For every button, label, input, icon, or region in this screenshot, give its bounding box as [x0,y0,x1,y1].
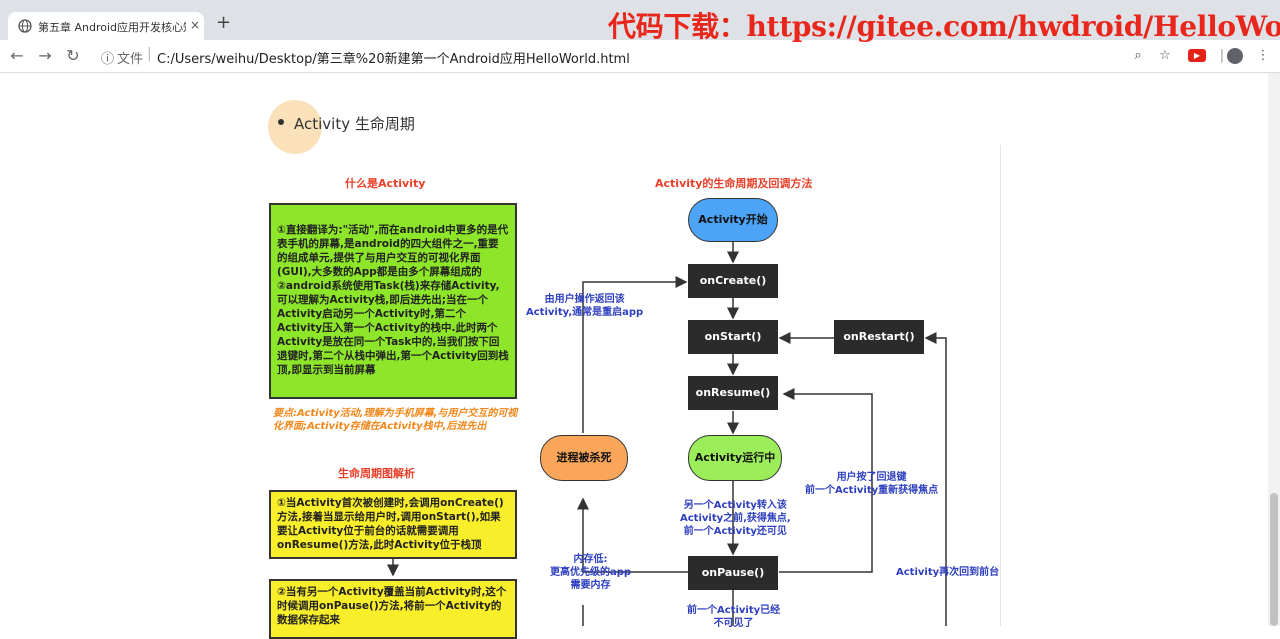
label-focus: 另一个Activity转入该 Activity之前,获得焦点, 前一个Activ… [680,500,791,537]
address-scheme-label: 文件 [117,52,144,67]
bookmark-star-icon[interactable]: ☆ [1159,48,1171,63]
info-icon[interactable]: ⓘ [101,52,115,67]
onpause-node: onPause() [688,556,778,590]
step-one-box: ①当Activity首次被创建时,会调用onCreate()方法,接着当显示给用… [269,490,517,559]
lifecycle-callbacks-title: Activity的生命周期及回调方法 [655,177,813,190]
browser-toolbar: ← → ↻ ⓘ 文件 | C:/Users/weihu/Desktop/第三章%… [0,40,1280,73]
onstart-node: onStart() [688,320,778,354]
lifecycle-diagram: 什么是Activity ①直接翻译为:"活动",而在android中更多的是代表… [262,145,1001,639]
youtube-extension-icon[interactable]: ▶ [1188,49,1206,62]
address-bar[interactable]: ⓘ 文件 | C:/Users/weihu/Desktop/第三章%20新建第一… [95,44,1165,68]
activity-start-node: Activity开始 [688,198,778,242]
address-url[interactable]: C:/Users/weihu/Desktop/第三章%20新建第一个Androi… [157,52,630,67]
lifecycle-analysis-title: 生命周期图解析 [338,467,415,480]
label-low-memory: 内存低: 更高优先级的app 需要内存 [550,554,632,591]
browser-tab[interactable]: 第五章 Android应用开发核心知识 × [8,12,204,40]
address-separator: | [147,46,152,62]
label-back-key: 用户按了回退键 前一个Activity重新获得焦点 [805,472,939,496]
what-is-activity-box: ①直接翻译为:"活动",而在android中更多的是代表手机的屏幕,是andro… [269,203,517,399]
tab-close-icon[interactable]: × [190,18,201,32]
menu-kebab-icon[interactable]: ⋮ [1256,48,1270,63]
oncreate-node: onCreate() [688,264,778,298]
onresume-node: onResume() [688,376,778,410]
tab-strip: 第五章 Android应用开发核心知识 × + [0,0,1280,40]
divider: | [1219,48,1225,63]
vertical-scrollbar[interactable] [1268,73,1280,626]
page-heading: Activity 生命周期 [294,115,415,133]
cursor-highlight [268,100,322,154]
what-is-activity-title: 什么是Activity [345,177,426,190]
new-tab-button[interactable]: + [216,12,232,33]
flow-arrows [387,242,947,626]
scrollbar-thumb[interactable] [1270,493,1278,626]
back-icon[interactable]: ← [10,46,24,65]
label-not-visible: 前一个Activity已经 不可见了 [687,605,781,629]
activity-running-node: Activity运行中 [688,435,782,481]
onrestart-node: onRestart() [834,320,924,354]
code-download-banner: 代码下载：https://gitee.com/hwdroid/HelloWorl… [608,10,1280,43]
page-content [0,73,1268,626]
key-point-note: 要点:Activity活动,理解为手机屏幕,与用户交互的可视化界面;Activi… [273,408,518,432]
globe-icon [18,19,32,33]
reload-icon[interactable]: ↻ [66,46,80,65]
tab-title: 第五章 Android应用开发核心知识 [38,21,186,34]
profile-avatar-icon[interactable] [1227,48,1243,64]
list-bullet [278,119,284,125]
label-back-to-foreground: Activity再次回到前台 [896,567,1000,578]
forward-icon[interactable]: → [38,46,52,65]
process-killed-node: 进程被杀死 [540,435,628,481]
zoom-icon[interactable]: ⌕ [1134,48,1142,63]
label-return-restart: 由用户操作返回该 Activity,通常是重启app [526,294,644,318]
